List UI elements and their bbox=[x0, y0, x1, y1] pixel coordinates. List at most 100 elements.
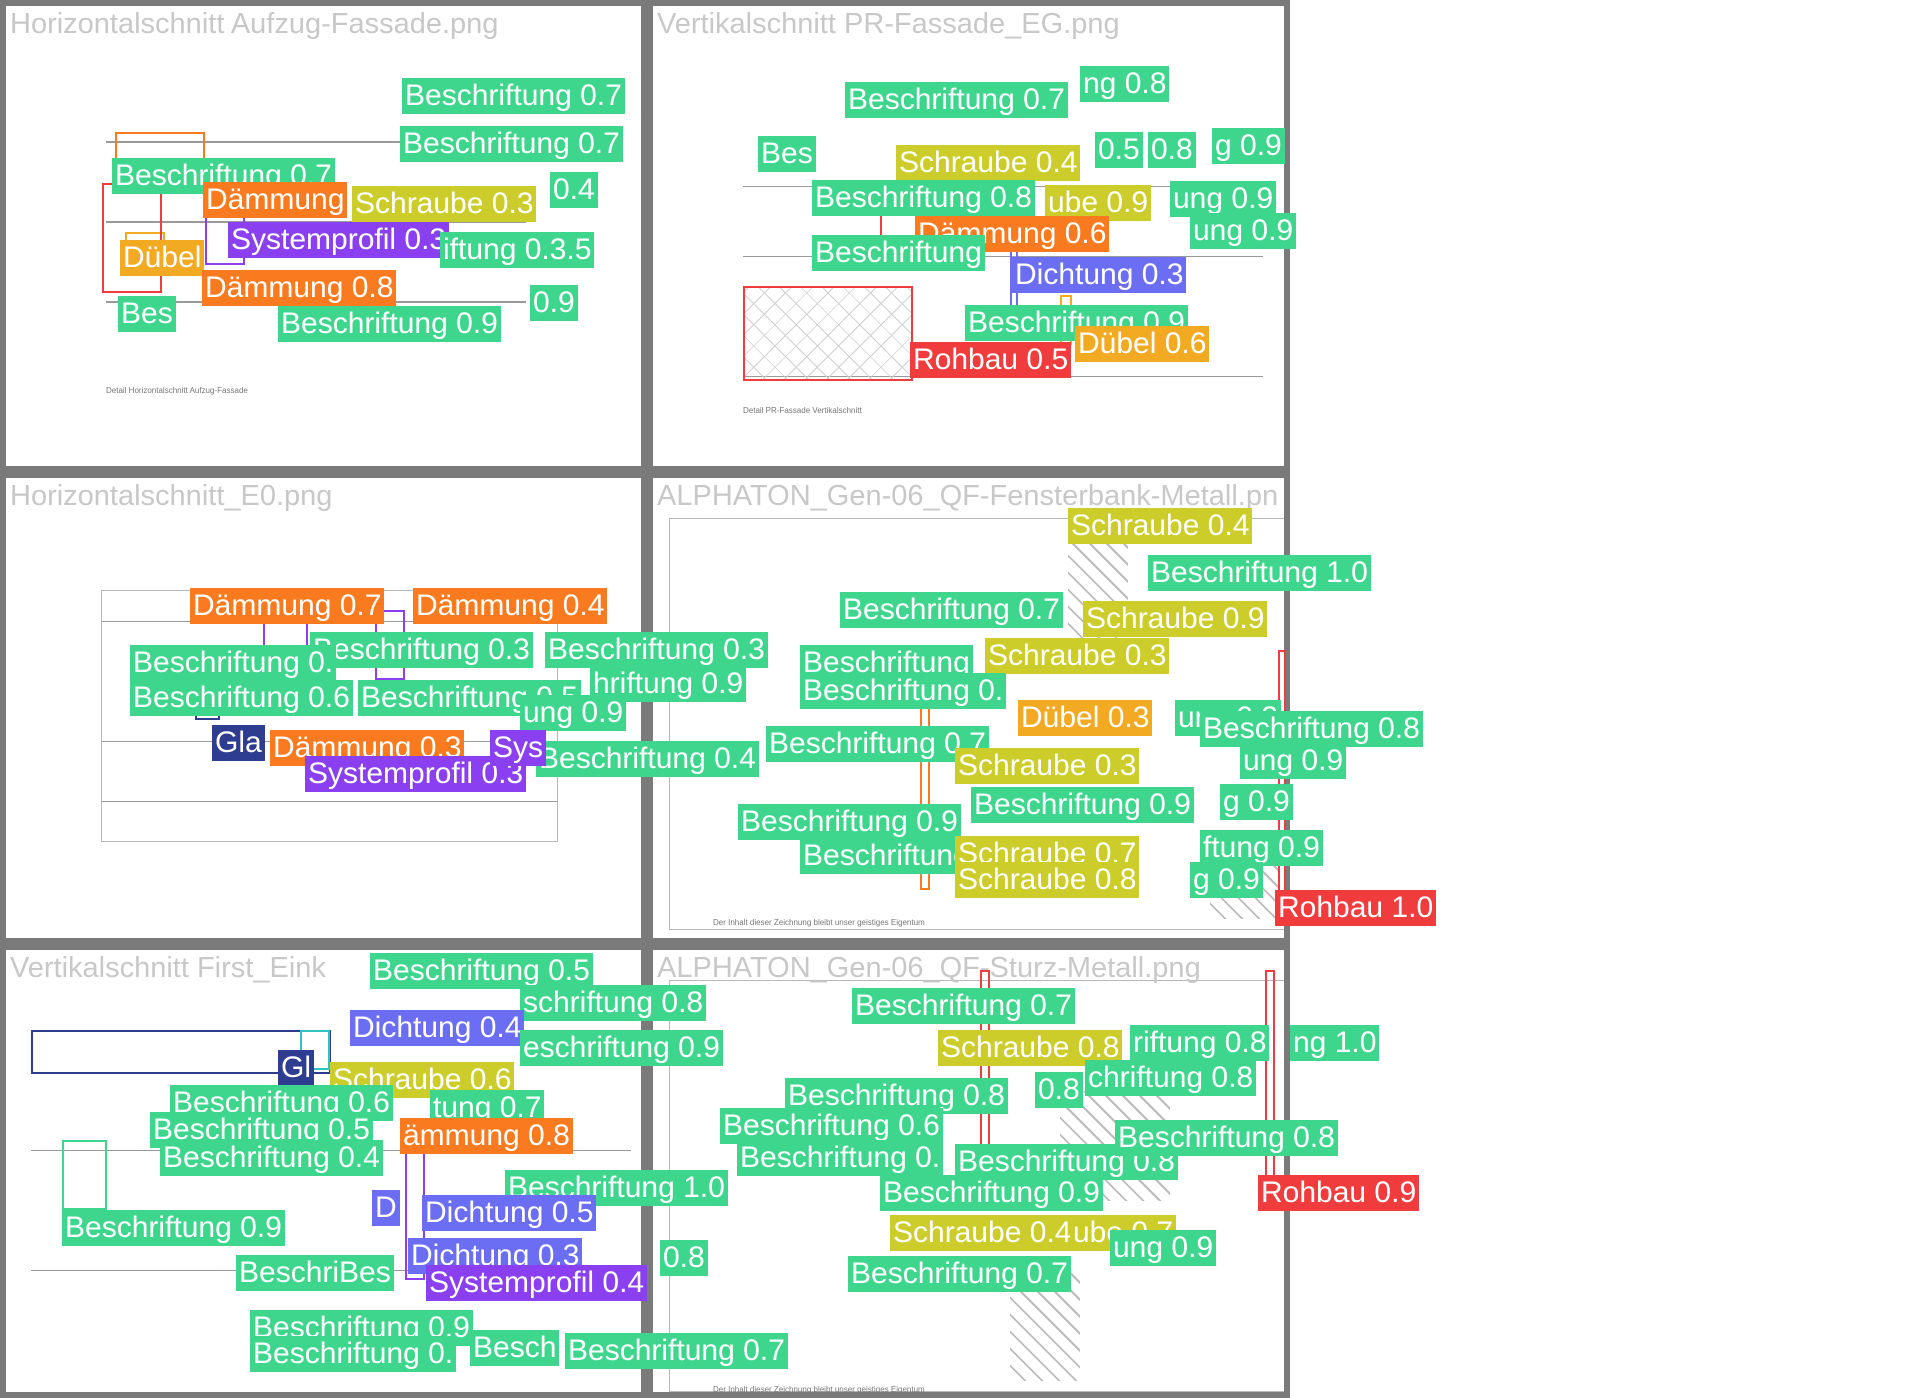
detection-label-glas: Gl bbox=[278, 1050, 314, 1086]
detection-label-schraube: Schraube 0.8 bbox=[955, 862, 1140, 898]
detection-label-beschriftung: Beschriftung 0.7 bbox=[840, 592, 1063, 628]
detection-label-rohbau: Rohbau 0.5 bbox=[910, 342, 1072, 378]
detection-box-rohbau bbox=[1265, 970, 1275, 1200]
detection-label-beschriftung: ng 0.8 bbox=[1080, 66, 1170, 102]
detection-label-beschriftung: Beschriftung 0.6 bbox=[130, 680, 353, 716]
detection-label-beschriftung: Beschriftung 0.9 bbox=[62, 1210, 285, 1246]
detection-label-beschriftung: Beschriftung 0.7 bbox=[400, 126, 623, 162]
detection-label-dämmung: Dämmung 0.4 bbox=[413, 588, 608, 624]
detection-label-beschriftung: Beschriftung 0.8 bbox=[1115, 1120, 1338, 1156]
tile-title: Horizontalschnitt Aufzug-Fassade.png bbox=[10, 8, 499, 40]
detection-label-beschriftung: Beschriftung 0.5 bbox=[370, 953, 593, 989]
detection-label-dichtung: Dichtung 0.4 bbox=[350, 1010, 525, 1046]
detection-label-beschriftung: Beschriftung bbox=[800, 838, 973, 874]
detection-label-systemprofil: Systemprofil 0.3 bbox=[228, 222, 450, 258]
detection-label-dübel: Dübel 0.6 bbox=[1075, 326, 1210, 362]
detection-label-beschriftung: 0.8 bbox=[1035, 1072, 1083, 1108]
detection-label-dämmung: Dämmung bbox=[203, 182, 348, 218]
tile-title: Vertikalschnitt First_Eink bbox=[10, 952, 326, 984]
drawing-footer: Der Inhalt dieser Zeichnung bleibt unser… bbox=[713, 1385, 925, 1394]
detection-label-beschriftung: ung 0.9 bbox=[1190, 213, 1297, 249]
detection-label-beschriftung: Besch bbox=[470, 1330, 560, 1366]
detection-label-beschriftung: Beschriftung 0.7 bbox=[766, 726, 989, 762]
detection-label-beschriftung: 0.8 bbox=[1148, 132, 1196, 168]
detection-label-dichtung: Dichtung 0.3 bbox=[1012, 257, 1187, 293]
detection-label-schraube: Schraube 0.9 bbox=[1083, 601, 1268, 637]
detection-label-beschriftung: Beschriftung 0.7 bbox=[845, 82, 1068, 118]
detection-label-systemprofil: Sys bbox=[490, 730, 547, 766]
drawing-footer: Der Inhalt dieser Zeichnung bleibt unser… bbox=[713, 918, 925, 927]
tile-title: ALPHATON_Gen-06_QF-Fensterbank-Metall.pn bbox=[657, 480, 1279, 512]
detection-label-schraube: Schraube 0.4 bbox=[890, 1215, 1075, 1251]
detection-label-schraube: Schraube 0.4 bbox=[1068, 508, 1253, 544]
detection-label-beschriftung: 0.8 bbox=[660, 1240, 708, 1276]
drawing-footer: Detail Horizontalschnitt Aufzug-Fassade bbox=[106, 386, 248, 395]
detection-label-beschriftung: Beschriftung 0.7 bbox=[565, 1333, 788, 1369]
detection-label-rohbau: Rohbau 0.9 bbox=[1258, 1175, 1420, 1211]
detection-label-beschriftung: BeschriBes bbox=[236, 1255, 394, 1291]
detection-label-beschriftung: Beschriftung 0.8 bbox=[812, 180, 1035, 216]
detection-label-beschriftung: Beschriftung 0.6 bbox=[720, 1108, 943, 1144]
detection-label-beschriftung: Beschriftung 0.7 bbox=[852, 988, 1075, 1024]
detection-label-beschriftung: iftung 0.3.5 bbox=[440, 232, 595, 268]
detection-label-beschriftung: ftung 0.9 bbox=[1200, 830, 1323, 866]
detection-label-schraube: Schraube 0.3 bbox=[955, 748, 1140, 784]
detection-label-beschriftung: Beschriftung 0.8 bbox=[1200, 711, 1423, 747]
detection-label-beschriftung: Beschriftung bbox=[812, 235, 985, 271]
detection-label-beschriftung: Bes bbox=[758, 136, 816, 172]
detection-label-beschriftung: Beschriftung 0. bbox=[130, 645, 337, 681]
detection-label-glas: Gla bbox=[212, 725, 265, 761]
detection-label-dübel: Dübel 0.3 bbox=[1018, 700, 1153, 736]
detection-box-rohbau bbox=[102, 183, 162, 293]
detection-label-schraube: Schraube 0.3 bbox=[985, 638, 1170, 674]
detection-label-beschriftung: Beschriftung 0.7 bbox=[402, 78, 625, 114]
detection-label-beschriftung: ung 0.9 bbox=[1240, 743, 1347, 779]
detection-label-rohbau: Rohbau 1.0 bbox=[1275, 890, 1437, 926]
detection-label-beschriftung: 0.9 bbox=[530, 285, 578, 321]
detection-label-beschriftung: schriftung 0.8 bbox=[520, 985, 707, 1021]
tile-title: Horizontalschnitt_E0.png bbox=[10, 480, 333, 512]
detection-label-dämmung: ämmung 0.8 bbox=[400, 1118, 573, 1154]
detection-label-beschriftung: 0.5 bbox=[1095, 132, 1143, 168]
detection-label-dichtung: Dichtung 0.5 bbox=[422, 1195, 597, 1231]
detection-label-beschriftung: Bes bbox=[118, 296, 176, 332]
detection-label-beschriftung: Beschriftung 0.9 bbox=[278, 306, 501, 342]
detection-label-beschriftung: Beschriftung 0.9 bbox=[738, 804, 961, 840]
detection-label-beschriftung: Beschriftung 0.3 bbox=[545, 632, 768, 668]
detection-label-beschriftung: Beschriftung 0.4 bbox=[536, 741, 759, 777]
detection-label-beschriftung: g 0.9 bbox=[1212, 128, 1285, 164]
detection-label-beschriftung: Beschriftung 0.3 bbox=[310, 632, 533, 668]
detection-label-beschriftung: Beschriftung 0. bbox=[800, 673, 1007, 709]
detection-label-beschriftung: Beschriftung 1.0 bbox=[1148, 555, 1371, 591]
detection-label-beschriftung: chriftung 0.8 bbox=[1085, 1060, 1257, 1096]
detection-label-beschriftung: g 0.9 bbox=[1220, 784, 1293, 820]
detection-label-beschriftung: ung 0.9 bbox=[520, 695, 627, 731]
detection-label-schraube: Schraube 0.4 bbox=[896, 145, 1081, 181]
rohbau-hatch bbox=[743, 286, 913, 381]
detection-label-beschriftung: eschriftung 0.9 bbox=[520, 1030, 723, 1066]
glas-outline bbox=[31, 1030, 331, 1074]
detection-label-systemprofil: Systemprofil 0.3 bbox=[305, 756, 527, 792]
detection-label-schraube: Schraube 0.3 bbox=[352, 186, 537, 222]
detection-label-dämmung: Dämmung 0.8 bbox=[202, 270, 397, 306]
detection-label-dichtung: D bbox=[372, 1190, 400, 1226]
detection-label-beschriftung: ung 0.9 bbox=[1170, 181, 1277, 217]
detection-box-beschriftung bbox=[62, 1140, 107, 1210]
detection-label-beschriftung: Beschriftung 0. bbox=[737, 1140, 944, 1176]
detection-label-systemprofil: Systemprofil 0.4 bbox=[426, 1265, 648, 1301]
detection-label-schraube: ube 0.9 bbox=[1045, 185, 1152, 221]
drawing-footer: Detail PR-Fassade Vertikalschnitt bbox=[743, 406, 862, 415]
detection-label-dübel: Dübel bbox=[120, 240, 205, 276]
tile-title: ALPHATON_Gen-06_QF-Sturz-Metall.png bbox=[657, 952, 1201, 984]
detection-label-beschriftung: ng 1.0 bbox=[1290, 1025, 1380, 1061]
detection-label-beschriftung: ung 0.9 bbox=[1110, 1230, 1217, 1266]
detection-label-beschriftung: Beschriftung 0.9 bbox=[971, 787, 1194, 823]
detection-label-beschriftung: Beschriftung 0.7 bbox=[848, 1256, 1071, 1292]
detection-label-beschriftung: Beschriftung 0.4 bbox=[160, 1140, 383, 1176]
detection-label-beschriftung: Beschriftung 0.9 bbox=[880, 1175, 1103, 1211]
detection-label-beschriftung: riftung 0.8 bbox=[1130, 1025, 1270, 1061]
detection-label-beschriftung: 0.4 bbox=[550, 172, 598, 208]
tile-title: Vertikalschnitt PR-Fassade_EG.png bbox=[657, 8, 1120, 40]
